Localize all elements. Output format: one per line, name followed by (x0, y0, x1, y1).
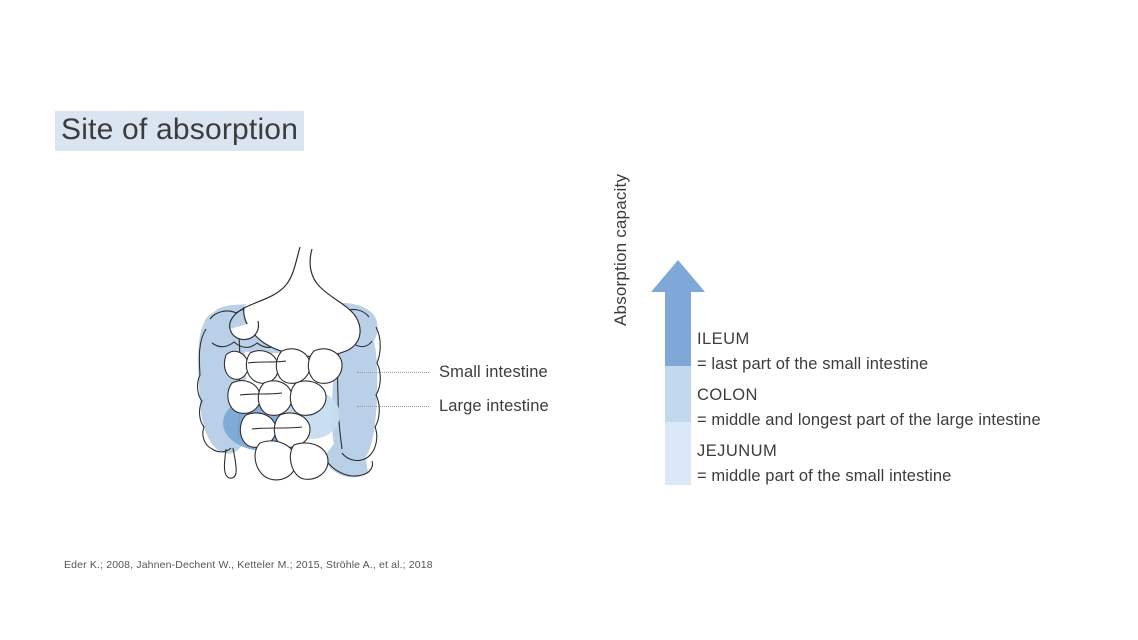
legend-description: = last part of the small intestine (697, 355, 929, 373)
legend-item-ileum: ILEUM = last part of the small intestine (697, 329, 928, 375)
arrow-head-icon (651, 260, 705, 306)
absorption-capacity-arrow (651, 260, 705, 485)
legend-description: = middle part of the small intestine (697, 467, 952, 485)
legend-item-jejunum: JEJUNUM = middle part of the small intes… (697, 441, 951, 487)
small-intestine-shape (223, 348, 343, 481)
segment-ileum (665, 304, 691, 366)
leader-line (357, 405, 429, 408)
callout-label: Large intestine (439, 397, 549, 415)
segment-colon (665, 366, 691, 422)
segment-jejunum (665, 422, 691, 485)
callout-large-intestine: Large intestine (357, 397, 549, 416)
leader-line (357, 371, 429, 374)
legend-term: ILEUM (697, 330, 750, 348)
absorption-capacity-axis-label: Absorption capacity (611, 173, 630, 326)
stomach-shape (229, 246, 361, 358)
legend-term: JEJUNUM (697, 442, 778, 460)
callout-small-intestine: Small intestine (357, 363, 548, 382)
legend-item-colon: COLON = middle and longest part of the l… (697, 385, 1041, 431)
callout-label: Small intestine (439, 363, 548, 381)
page-title: Site of absorption (55, 111, 305, 151)
legend-description: = middle and longest part of the large i… (697, 411, 1041, 429)
citation-text: Eder K.; 2008, Jahnen-Dechent W., Kettel… (64, 559, 433, 571)
digestive-tract-illustration (190, 243, 400, 498)
legend-term: COLON (697, 386, 758, 404)
